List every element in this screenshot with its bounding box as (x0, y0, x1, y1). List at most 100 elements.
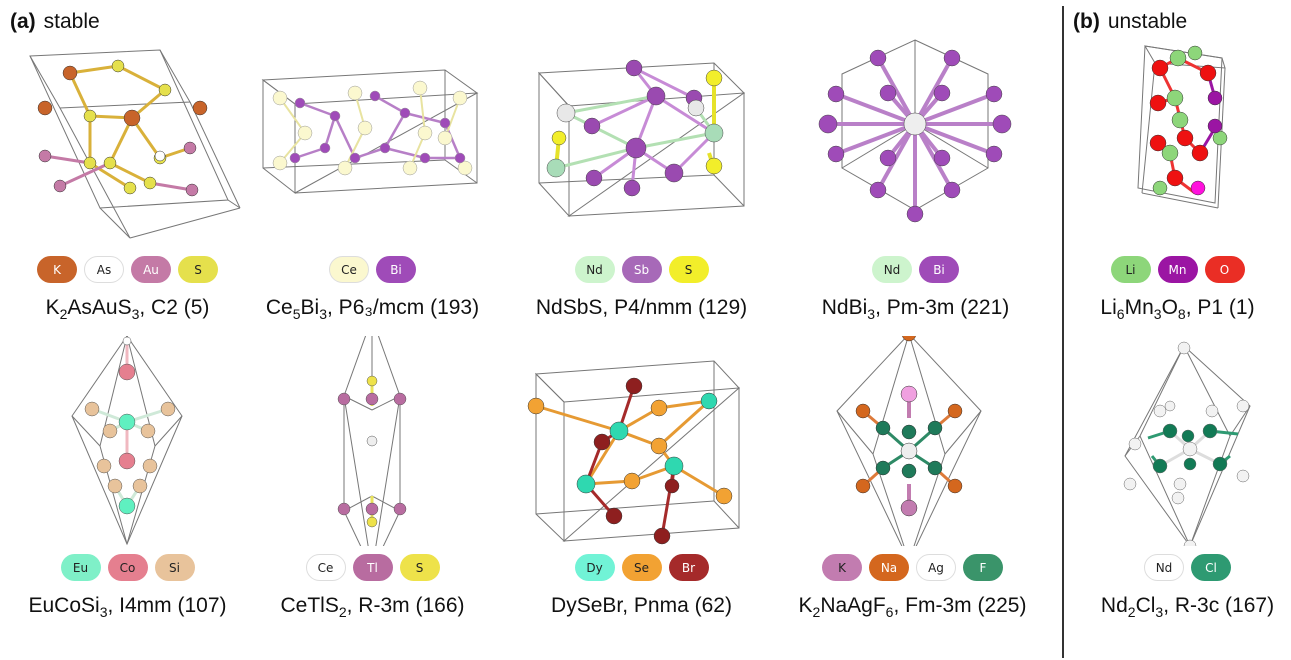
structure-caption: Ce5Bi3, P6₃/mcm (193) (245, 296, 500, 322)
crystal-structure-k2naagf6 (836, 336, 982, 546)
formula-subscript: 3 (1155, 604, 1164, 621)
legend-chip: Br (668, 554, 709, 581)
crystal-structure-eucosi3 (71, 336, 183, 546)
crystal-structure-ndbi3 (818, 39, 1012, 223)
structure-caption: K2NaAgF6, Fm-3m (225) (785, 594, 1040, 620)
legend-chip: Nd (574, 256, 615, 283)
formula-subscript: 3 (99, 604, 108, 621)
legend-chip: S (668, 256, 709, 283)
formula-subscript: 8 (1177, 306, 1186, 323)
structure-panel: Nd Bi NdBi3, Pm-3m (221) (788, 38, 1043, 358)
formula-subscript: 2 (338, 604, 347, 621)
legend-chip: Bi (376, 256, 416, 283)
element-legend: Eu Co Si (0, 554, 255, 581)
structure-caption: EuCoSi3, I4mm (107) (0, 594, 255, 620)
legend-chip: K (37, 256, 77, 283)
legend-chip: Ag (916, 554, 956, 581)
formula-text: O (1161, 296, 1178, 319)
formula-subscript: 3 (131, 306, 140, 323)
formula-subscript: 2 (812, 604, 821, 621)
formula-text: K (45, 296, 60, 319)
formula-text: Nd (1100, 594, 1128, 617)
legend-chip: Nd (872, 256, 912, 283)
space-group: , I4mm (107) (107, 594, 227, 617)
formula-text: CeTlS (280, 594, 339, 617)
structure-panel: K As Au S K2AsAuS3, C2 (5) (0, 38, 255, 358)
legend-chip: Cl (1191, 554, 1231, 581)
crystal-structure-ndsbs (537, 59, 746, 218)
element-legend: Dy Se Br (514, 554, 769, 581)
element-legend: K As Au S (0, 256, 255, 283)
structure-panel: Li Mn O Li6Mn3O8, P1 (1) (1050, 38, 1291, 358)
legend-chip: Si (154, 554, 195, 581)
element-legend: K Na Ag F (785, 554, 1040, 581)
legend-chip: Mn (1157, 256, 1198, 283)
crystal-structure-nd2cl3 (1123, 341, 1251, 546)
formula-text: Li (1100, 296, 1117, 319)
element-legend: Nd Cl (1060, 554, 1291, 581)
legend-chip: S (399, 554, 440, 581)
legend-chip: Co (107, 554, 148, 581)
section-label-a: (a) stable (10, 10, 100, 34)
formula-text: DySeBr (551, 594, 623, 617)
crystal-structure-k2asaus3 (29, 49, 241, 239)
formula-text: EuCoSi (28, 594, 100, 617)
structure-caption: Li6Mn3O8, P1 (1) (1050, 296, 1291, 322)
section-divider (1062, 6, 1064, 658)
legend-chip: S (178, 256, 218, 283)
section-title: stable (43, 10, 100, 33)
legend-chip: Sb (621, 256, 662, 283)
space-group: , Pnma (62) (622, 594, 732, 617)
formula-text: K (798, 594, 813, 617)
legend-chip: Bi (919, 256, 959, 283)
formula-subscript: 5 (292, 306, 301, 323)
structure-caption: K2AsAuS3, C2 (5) (0, 296, 255, 322)
legend-chip: Na (869, 554, 909, 581)
structure-panel: Dy Se Br DySeBr, Pnma (62) (514, 336, 769, 656)
legend-chip: As (84, 256, 124, 283)
space-group: , P1 (1) (1185, 296, 1255, 319)
formula-subscript: 3 (867, 306, 876, 323)
structure-caption: NdBi3, Pm-3m (221) (788, 296, 1043, 322)
formula-text: Ce (265, 296, 293, 319)
formula-subscript: 2 (1127, 604, 1136, 621)
formula-text: AsAuS (67, 296, 132, 319)
structure-panel: Ce Bi Ce5Bi3, P6₃/mcm (193) (245, 38, 500, 358)
formula-text: Bi (300, 296, 320, 319)
formula-text: NdSbS (535, 296, 603, 319)
structure-panel: K Na Ag F K2NaAgF6, Fm-3m (225) (785, 336, 1040, 656)
legend-chip: Ce (329, 256, 369, 283)
formula-text: Cl (1135, 594, 1156, 617)
element-legend: Ce Tl S (245, 554, 500, 581)
element-legend: Ce Bi (245, 256, 500, 283)
formula-subscript: 6 (885, 604, 894, 621)
legend-chip: Ce (305, 554, 346, 581)
formula-text: NaAgF (820, 594, 886, 617)
section-letter: (a) (10, 10, 36, 33)
space-group: , P4/nmm (129) (602, 296, 748, 319)
legend-chip: Nd (1144, 554, 1184, 581)
formula-subscript: 6 (1116, 306, 1125, 323)
legend-chip: Tl (352, 554, 393, 581)
structure-panel: Ce Tl S CeTlS2, R-3m (166) (245, 336, 500, 656)
legend-chip: K (822, 554, 862, 581)
formula-subscript: 3 (1153, 306, 1162, 323)
structure-caption: DySeBr, Pnma (62) (514, 594, 769, 618)
space-group: , Pm-3m (221) (875, 296, 1010, 319)
space-group: , P6₃/mcm (193) (327, 296, 480, 319)
element-legend: Nd Bi (788, 256, 1043, 283)
structure-caption: NdSbS, P4/nmm (129) (514, 296, 769, 320)
legend-chip: Dy (574, 554, 615, 581)
space-group: , C2 (5) (139, 296, 210, 319)
section-label-b: (b)unstable (1073, 10, 1187, 34)
crystal-structure-cetls2 (337, 336, 407, 546)
element-legend: Li Mn O (1050, 256, 1291, 283)
formula-subscript: 2 (59, 306, 68, 323)
structure-panel: Eu Co Si EuCoSi3, I4mm (107) (0, 336, 255, 656)
formula-text: NdBi (821, 296, 868, 319)
structure-panel: Nd Cl Nd2Cl3, R-3c (167) (1060, 336, 1291, 656)
legend-chip: Eu (60, 554, 101, 581)
formula-text: Mn (1124, 296, 1154, 319)
structure-caption: Nd2Cl3, R-3c (167) (1060, 594, 1291, 620)
space-group: , R-3c (167) (1163, 594, 1275, 617)
